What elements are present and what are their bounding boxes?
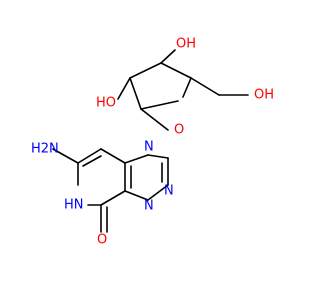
structure-diagram: OH HO OH O H2N N N N HN O: [31, 37, 274, 248]
triazole-n1-label: N: [144, 140, 154, 155]
bond-c7-c6-double: [82, 155, 102, 167]
bond-c3-c2: [129, 62, 162, 79]
bond-c7a-n1: [124, 154, 149, 164]
bond-c1-oring: [140, 100, 179, 110]
hydroxyl-label-top: OH: [176, 37, 196, 52]
hydroxyl-label-left: HO: [96, 96, 116, 111]
bond-oring-c4: [182, 77, 192, 98]
triazole-n3-label: N: [144, 199, 154, 214]
bond-c1-n1: [140, 108, 169, 131]
bond-c7a-c7: [100, 148, 126, 164]
bond-c7-c6: [77, 148, 102, 164]
bond-c4-c3a: [100, 190, 126, 206]
bond-c6-nh2: [52, 148, 79, 164]
lactam-nh-label: HN: [64, 198, 84, 213]
bond-c4-c3: [160, 62, 192, 79]
bond-c3-o3: [160, 49, 176, 64]
bond-c4-c5: [190, 77, 220, 96]
bond-n2-n3: [147, 184, 169, 201]
atom-label-layer: OH HO OH O H2N N N N HN O: [31, 37, 274, 248]
bond-n1-n2-link: [147, 154, 169, 159]
hydroxyl-label-ch2: OH: [254, 88, 274, 103]
amine-label: H2N: [31, 142, 59, 157]
triazole-n2-label: N: [164, 184, 174, 199]
bond-n3-c3a: [124, 190, 149, 201]
bond-layer: [52, 49, 249, 233]
bond-c2-o2: [117, 77, 131, 100]
carbonyl-oxygen-label: O: [97, 233, 107, 248]
ring-oxygen-label: O: [174, 123, 184, 138]
bond-c2-c1: [129, 77, 142, 110]
